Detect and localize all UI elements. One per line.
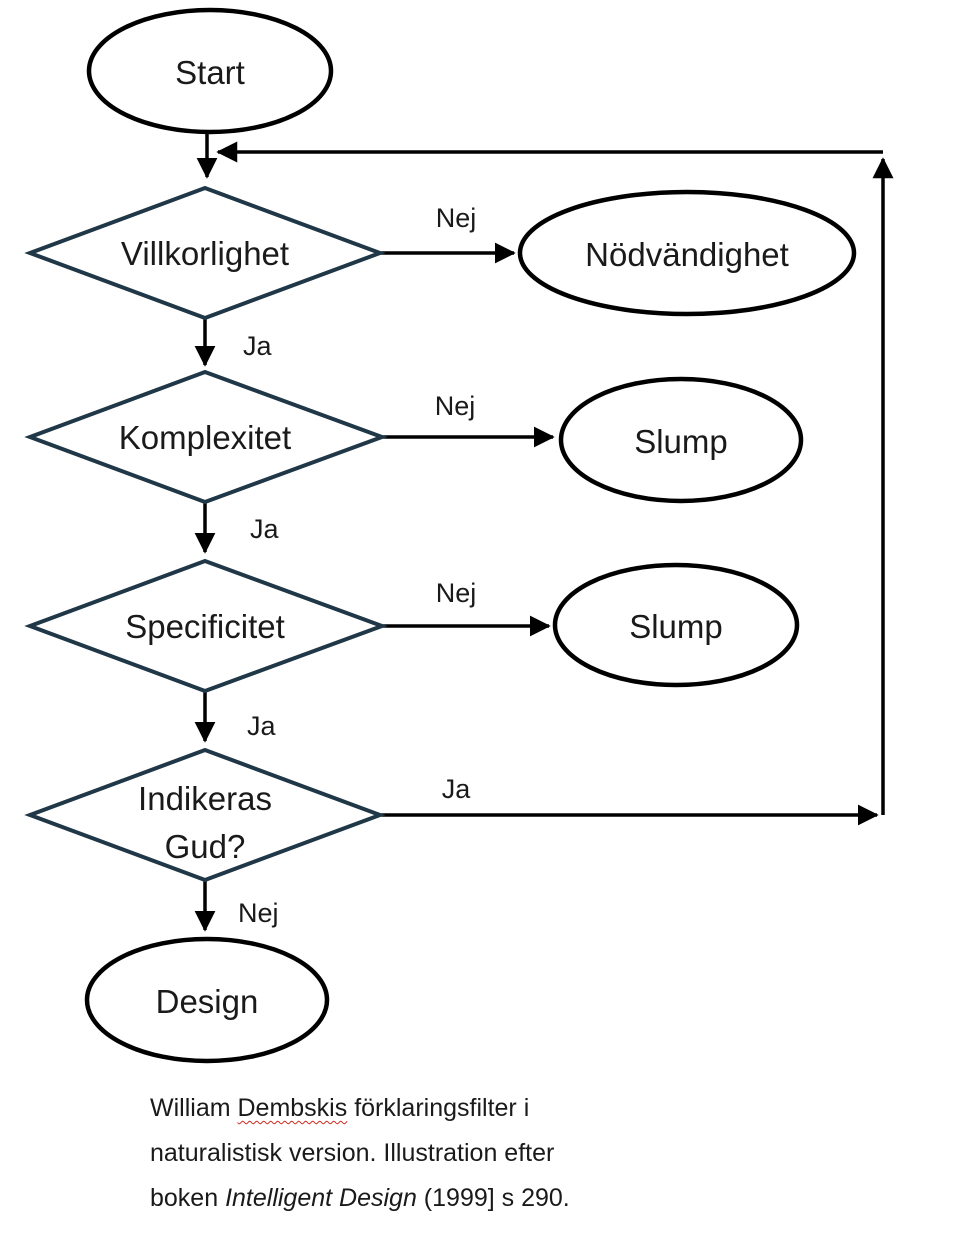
connectors — [194, 133, 894, 932]
edge-label-komplexitet-nej: Nej — [435, 391, 476, 421]
indikeras-gud-label-line1: Indikeras — [138, 780, 272, 817]
slump1-label: Slump — [634, 423, 728, 460]
edge-label-komplexitet-ja: Ja — [250, 514, 280, 544]
nodvandighet-label: Nödvändighet — [585, 236, 789, 273]
caption-line-2: naturalistisk version. Illustration efte… — [150, 1139, 555, 1167]
caption-line-1: William Dembskis förklaringsfilter i — [150, 1086, 770, 1131]
caption-line-3: boken Intelligent Design (1999] s 290. — [150, 1176, 770, 1221]
caption-line1-post: förklaringsfilter i — [347, 1094, 530, 1122]
villkorlighet-diamond — [24, 185, 386, 321]
node-design: Design — [84, 936, 330, 1064]
caption-line1-pre: William — [150, 1094, 238, 1122]
edge-labels: Nej Ja Nej Ja Nej Ja Ja Nej — [238, 203, 476, 928]
specificitet-diamond — [24, 558, 388, 694]
node-indikeras-gud: Indikeras Gud? — [24, 747, 386, 883]
edge-label-specificitet-nej: Nej — [436, 578, 477, 608]
edge-label-indikeras-ja: Ja — [442, 774, 472, 804]
villkorlighet-label: Villkorlighet — [121, 235, 289, 272]
slump1-ellipse — [558, 376, 804, 504]
node-slump-2: Slump — [552, 562, 800, 688]
edge-label-specificitet-ja: Ja — [247, 711, 277, 741]
edge-label-villkorlighet-nej: Nej — [436, 203, 477, 233]
design-ellipse — [84, 936, 330, 1064]
node-start: Start — [86, 7, 334, 135]
caption-misspelled-word: Dembskis — [237, 1094, 348, 1122]
caption-line3-post: (1999] s 290. — [416, 1184, 570, 1212]
start-ellipse — [86, 7, 334, 135]
figure-caption: William Dembskis förklaringsfilter i nat… — [150, 1086, 770, 1221]
nodvandighet-ellipse — [517, 189, 857, 317]
caption-book-title: Intelligent Design — [225, 1184, 417, 1212]
node-villkorlighet: Villkorlighet — [24, 185, 386, 321]
node-slump-1: Slump — [558, 376, 804, 504]
edge-label-indikeras-nej: Nej — [238, 898, 279, 928]
komplexitet-label: Komplexitet — [119, 419, 291, 456]
node-specificitet: Specificitet — [24, 558, 388, 694]
slump2-label: Slump — [629, 608, 723, 645]
komplexitet-diamond — [24, 369, 388, 505]
node-komplexitet: Komplexitet — [24, 369, 388, 505]
specificitet-label: Specificitet — [125, 608, 285, 645]
node-nodvandighet: Nödvändighet — [517, 189, 857, 317]
indikeras-gud-diamond — [24, 747, 386, 883]
slump2-ellipse — [552, 562, 800, 688]
edge-label-villkorlighet-ja: Ja — [243, 331, 273, 361]
start-label: Start — [175, 54, 245, 91]
design-label: Design — [156, 983, 259, 1020]
caption-line3-pre: boken — [150, 1184, 226, 1212]
indikeras-gud-label-line2: Gud? — [165, 828, 246, 865]
